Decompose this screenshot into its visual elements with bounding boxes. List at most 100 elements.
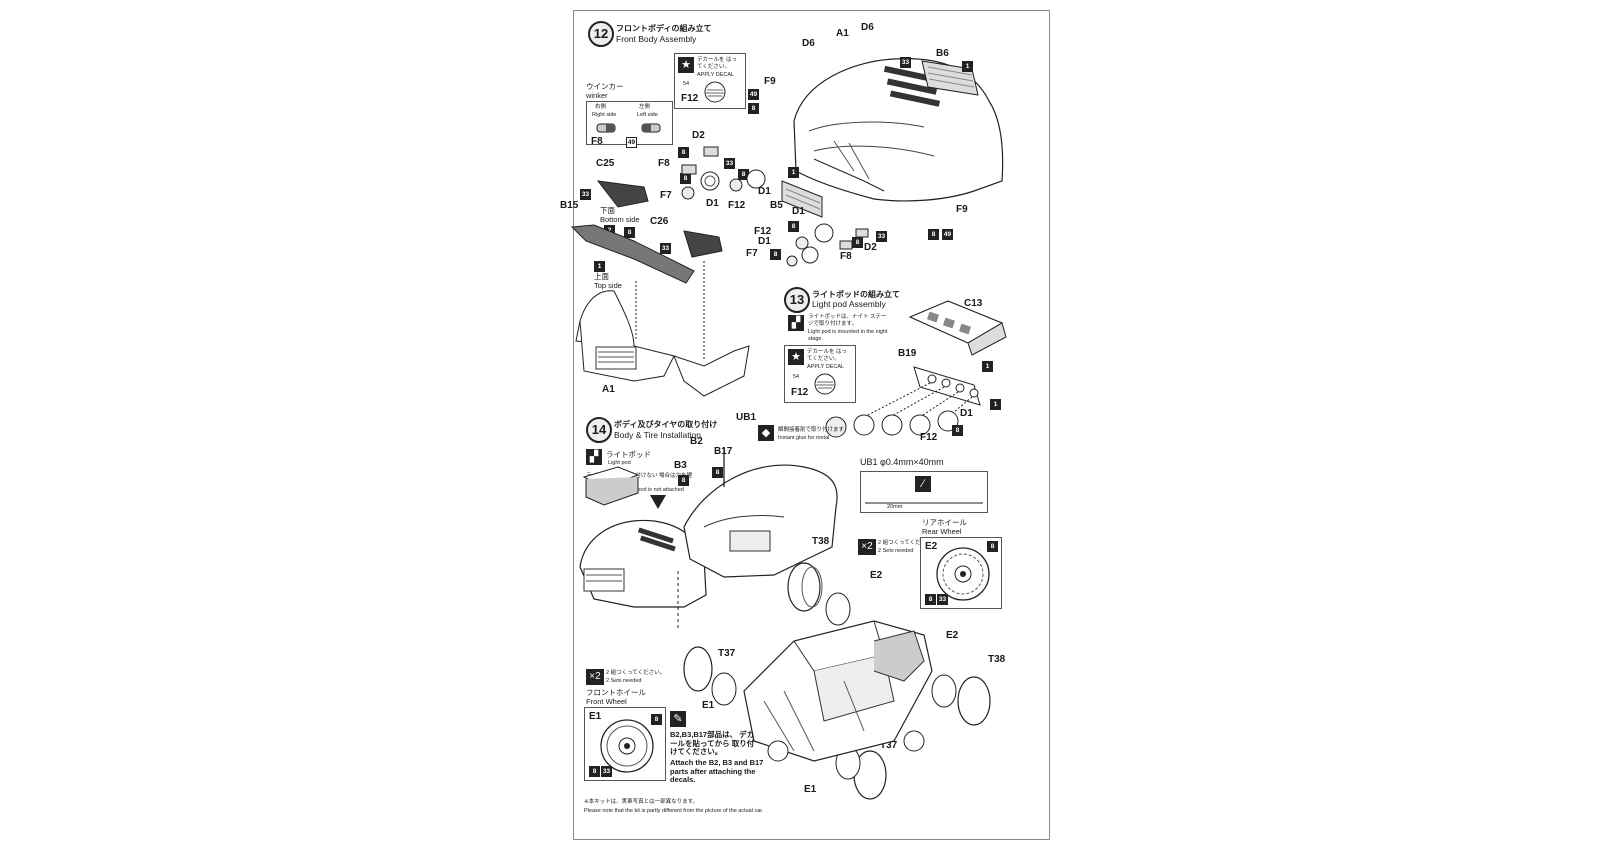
light-pod-jp: ライトポッド — [606, 450, 651, 459]
step-13-title-en: Light pod Assembly — [812, 299, 886, 309]
chassis-drawing — [677, 562, 991, 800]
part-b3: B3 — [674, 460, 687, 471]
part-f8-lower: F8 — [840, 251, 852, 262]
part-c25: C25 — [596, 158, 615, 169]
part-d1-upper-a: D1 — [706, 198, 719, 209]
part-d1-upper-b: D1 — [758, 186, 771, 197]
part-e2-right: E2 — [946, 630, 959, 641]
puzzle-icon-14: ▞ — [586, 449, 602, 465]
color-33-d2-lower: 33 — [876, 231, 887, 242]
headlight-parts-upper — [681, 146, 823, 218]
body-installation-drawing — [579, 447, 838, 608]
part-t38-right: T38 — [988, 654, 1006, 665]
ub1-spec-box: ∕ 20mm — [860, 471, 988, 513]
step-14-number: 14 — [586, 417, 612, 443]
part-d6-right: D6 — [861, 22, 874, 33]
part-d1-step13: D1 — [960, 408, 973, 419]
part-a1-upper: A1 — [836, 28, 849, 39]
part-c13: C13 — [964, 298, 983, 309]
color-33-a1-vent: 33 — [900, 57, 911, 68]
step-13-note-jp: ライトポッドは、ナイト ステージで取り付けます。 — [808, 314, 887, 327]
color-8-d1-lower: 8 — [770, 249, 781, 260]
step-13-note-en: Light pod is mounted in the night stage. — [808, 329, 888, 342]
decal-number: 54 — [683, 81, 690, 87]
rear-wheel-drawing — [936, 547, 990, 601]
part-f12-step13: F12 — [920, 432, 938, 443]
light-pod-b19 — [825, 366, 981, 438]
part-b5: B5 — [770, 200, 783, 211]
color-8-rear-panel: 8 — [987, 541, 998, 552]
footer-note-jp: ※本キットは、実車写真とは一部異なります。 — [584, 799, 699, 805]
front-wheel-drawing — [600, 719, 654, 773]
color-49-winker: 49 — [626, 137, 637, 148]
headlight-parts-lower — [786, 223, 869, 267]
ub1-length: 20mm — [887, 504, 903, 510]
glue-note-en: Instant glue for metal — [778, 435, 830, 441]
b6-vent-part — [921, 60, 979, 96]
light-pod-en: Light pod — [608, 460, 631, 466]
left-side-jp: 左側 — [639, 104, 651, 110]
color-8-front-panel-b: 8 — [589, 766, 600, 777]
color-8-rear-panel-b: 8 — [925, 594, 936, 605]
decal-part-13-label: F12 — [791, 387, 809, 398]
front-body-a1-lower — [570, 180, 750, 397]
color-1-b15: 1 — [594, 261, 605, 272]
step-12-number: 12 — [588, 21, 614, 47]
decal-number-13: 54 — [793, 374, 800, 380]
part-f8-winker: F8 — [591, 136, 603, 147]
sets-rear-jp: 2 組つくってください。 — [878, 540, 938, 546]
winker-en: winker — [586, 91, 608, 100]
part-f9-upper: F9 — [764, 76, 776, 87]
multiplier-icon-front: ×2 — [586, 669, 604, 685]
step-12-title-jp: フロントボディの組み立て — [616, 24, 712, 33]
color-33-c26: 33 — [660, 243, 671, 254]
part-t38-left: T38 — [812, 536, 830, 547]
top-side-jp: 上面 — [594, 272, 609, 281]
ub1-wire — [865, 502, 983, 504]
rear-wheel-en: Rear Wheel — [922, 527, 962, 536]
part-b2: B2 — [690, 436, 703, 447]
step-12-title-en: Front Body Assembly — [616, 34, 697, 44]
part-t37-left: T37 — [718, 648, 736, 659]
part-d2-lower: D2 — [864, 242, 877, 253]
part-b17: B17 — [714, 446, 733, 457]
part-d2-upper: D2 — [692, 130, 705, 141]
part-e2-rear-panel: E2 — [925, 541, 938, 552]
part-t37-right: T37 — [880, 740, 898, 751]
wire-icon: ∕ — [915, 476, 931, 492]
decal-panel-13: ★ デカールを はってください。 APPLY DECAL 54 F12 — [784, 345, 856, 403]
color-49-f9-right: 49 — [942, 229, 953, 240]
puzzle-icon: ▞ — [788, 315, 804, 331]
light-pod-c13 — [908, 300, 1007, 356]
front-body-a1-upper — [793, 58, 1004, 202]
part-d6-left: D6 — [802, 38, 815, 49]
color-8-f12-step13: 8 — [952, 425, 963, 436]
step-13-title-jp: ライトポッドの組み立て — [812, 290, 900, 299]
color-8-f9-right: 8 — [928, 229, 939, 240]
part-f12-upper: F12 — [728, 200, 746, 211]
part-f8-upper: F8 — [658, 158, 670, 169]
color-1-b19: 1 — [990, 399, 1001, 410]
decal-note-en: APPLY DECAL — [697, 72, 735, 78]
part-e2-mid: E2 — [870, 570, 883, 581]
part-f12-lower: F12 — [754, 226, 772, 237]
part-c26: C26 — [650, 216, 669, 227]
lamp-decal-graphic-13 — [814, 373, 836, 395]
lamp-decal-graphic — [704, 81, 726, 103]
brush-icon: ✎ — [670, 711, 686, 727]
part-d1-lower: D1 — [792, 206, 805, 217]
part-b15: B15 — [560, 200, 579, 211]
bottom-side-en: Bottom side — [600, 215, 640, 224]
color-8-b15: 8 — [624, 227, 635, 238]
part-f9-right: F9 — [956, 204, 968, 215]
part-a1-lower: A1 — [602, 384, 615, 395]
color-8-front-panel: 8 — [651, 714, 662, 725]
decal-note-13-en: APPLY DECAL — [807, 364, 845, 370]
color-8-f9-upper: 8 — [748, 103, 759, 114]
part-f7-lower: F7 — [746, 248, 758, 259]
color-8-b17: 8 — [712, 467, 723, 478]
color-1-c13: 1 — [982, 361, 993, 372]
color-1-b5: 1 — [788, 167, 799, 178]
right-side-en: Right side — [592, 112, 617, 118]
attach-note-jp: B2,B3,B17部品は、 デカールを貼ってから 取り付けてください。 — [670, 730, 755, 757]
